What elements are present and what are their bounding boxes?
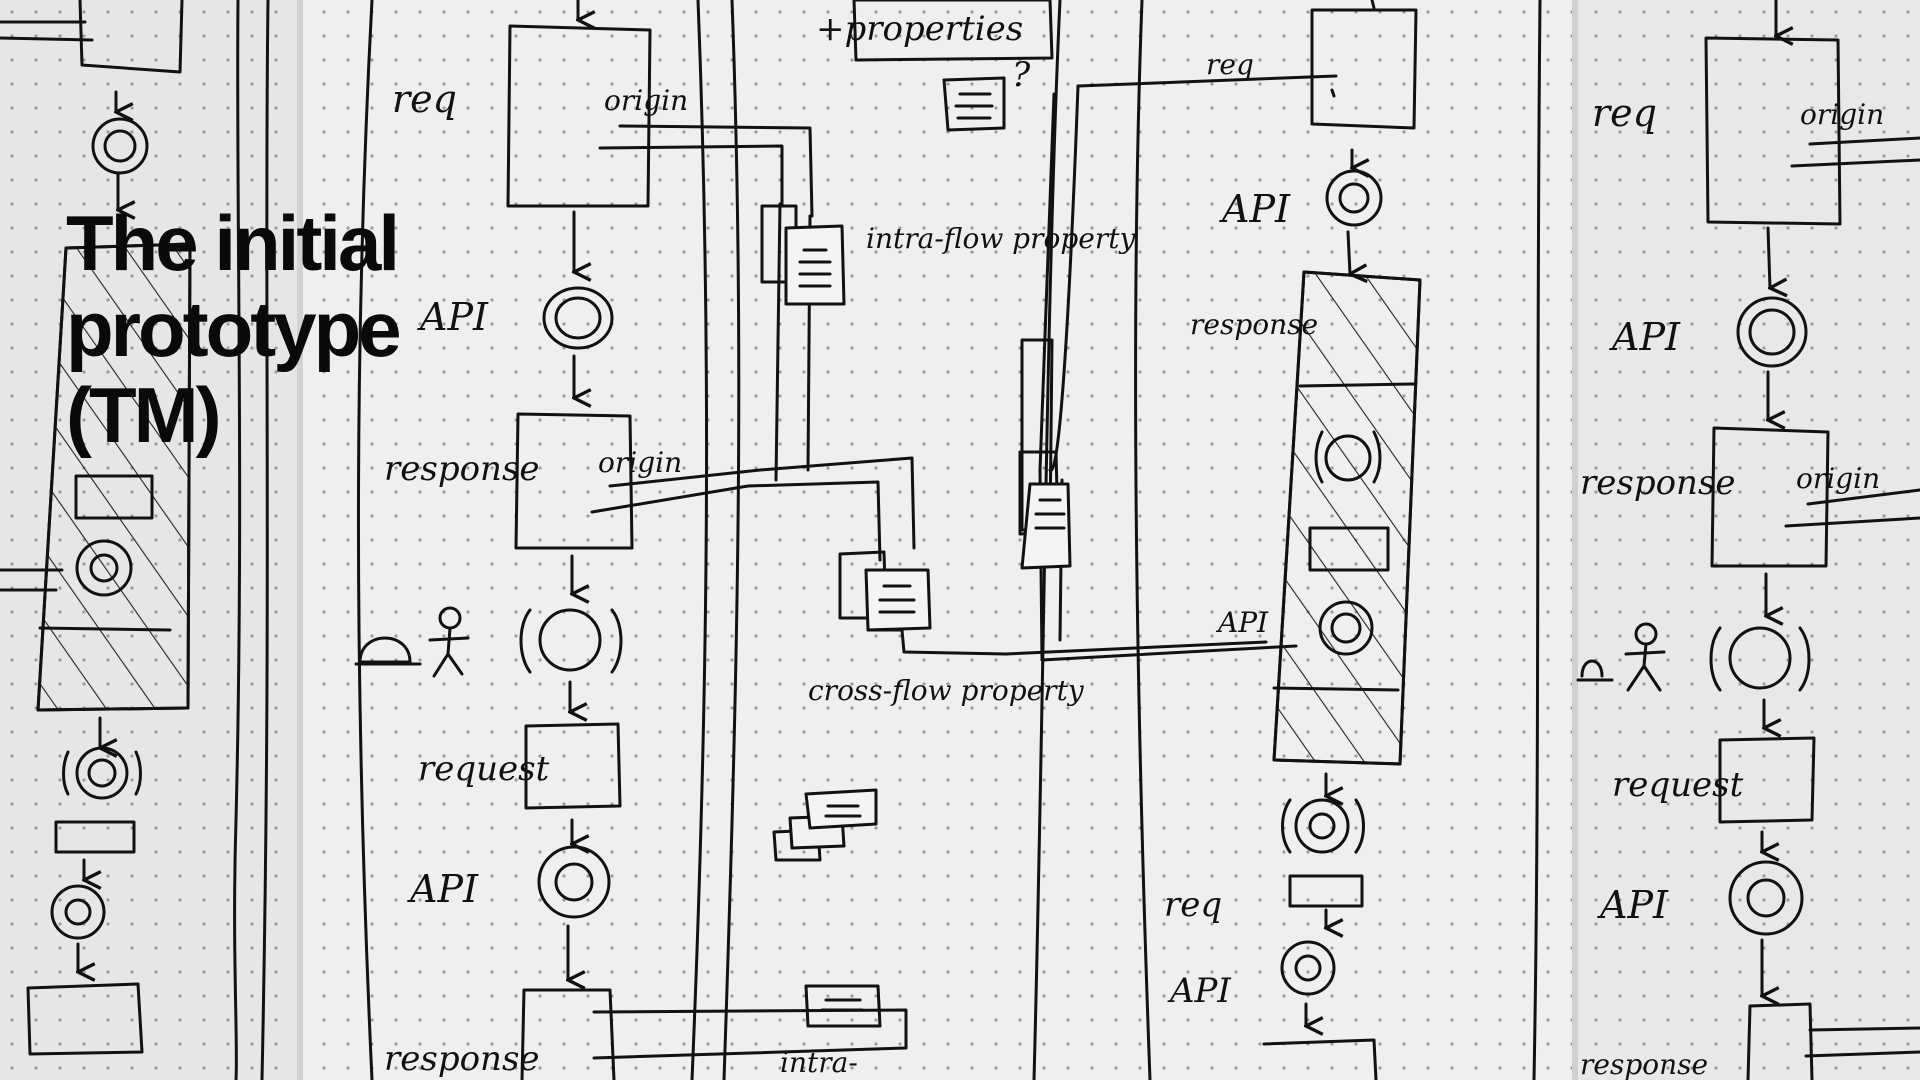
- swimlane-dividers: [233, 0, 1542, 1080]
- label-origin-4: origin: [1796, 462, 1880, 495]
- label-api-7: API: [1597, 883, 1669, 927]
- left-lane-flow: [0, 0, 192, 1056]
- label-origin: origin: [604, 84, 688, 117]
- properties-box: [852, 0, 1054, 132]
- label-request-2: request: [1612, 765, 1744, 805]
- second-lane-flow: [1018, 0, 1422, 1080]
- label-api-6: API: [1609, 315, 1681, 359]
- label-response: response: [384, 449, 540, 489]
- label-req-4: req: [1592, 91, 1657, 135]
- label-origin-2: origin: [598, 446, 682, 479]
- label-request: request: [418, 749, 550, 789]
- label-intra-flow-property: intra-flow property: [866, 222, 1136, 255]
- label-req: req: [392, 77, 457, 121]
- label-response-4: response: [1580, 463, 1736, 503]
- stacked-documents-icon: [772, 788, 882, 1028]
- label-req-2: req: [1206, 48, 1254, 81]
- label-req-3: req: [1164, 885, 1222, 925]
- label-api-4: API: [1215, 606, 1269, 639]
- label-api: API: [417, 295, 489, 339]
- main-lane-flow: [354, 0, 916, 1080]
- label-api-2: API: [407, 867, 479, 911]
- page-title: The initial prototype (TM): [66, 199, 402, 459]
- label-api-3: API: [1219, 187, 1291, 231]
- label-api-5: API: [1167, 971, 1231, 1011]
- label-question: ?: [1012, 55, 1031, 95]
- label-cross-flow-property: cross-flow property: [808, 674, 1085, 707]
- label-response-3: response: [1190, 308, 1318, 341]
- label-response-2: response: [384, 1039, 540, 1079]
- intra-flow-property-icon: [760, 204, 846, 306]
- label-properties: +properties: [816, 9, 1023, 49]
- label-intra-bottom: intra-: [780, 1046, 858, 1079]
- label-response-5: response: [1580, 1048, 1708, 1080]
- right-lane-flow: [1576, 0, 1920, 1080]
- cross-flow-property-icon: [838, 550, 1268, 656]
- label-origin-3: origin: [1800, 98, 1884, 131]
